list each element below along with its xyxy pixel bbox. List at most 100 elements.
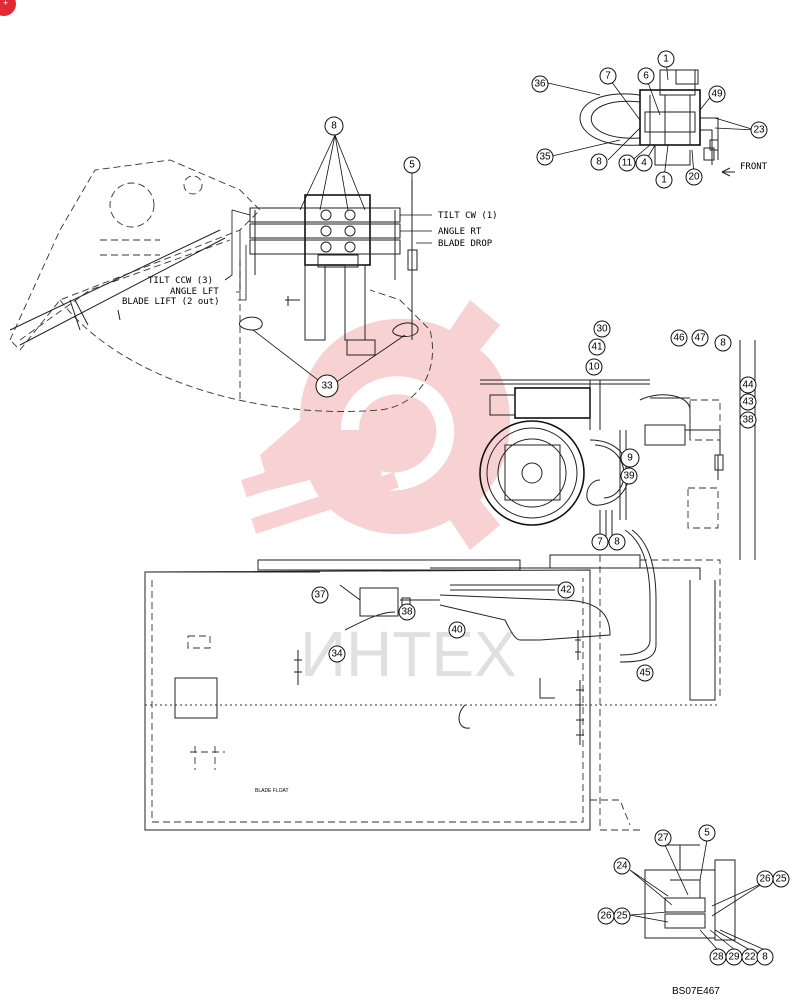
svg-text:35: 35 — [539, 152, 551, 163]
callout-44: 44 — [739, 376, 757, 394]
svg-text:28: 28 — [712, 952, 724, 963]
callout-36: 36 — [531, 75, 549, 93]
svg-text:8: 8 — [614, 537, 620, 548]
svg-text:4: 4 — [641, 158, 647, 169]
svg-text:1: 1 — [661, 175, 667, 186]
callout-40: 40 — [448, 621, 466, 639]
callout-6: 6 — [637, 67, 655, 85]
svg-text:26: 26 — [759, 874, 771, 885]
top-right-valve-detail — [579, 69, 735, 177]
callout-49: 49 — [708, 85, 726, 103]
callout-26a: 26 — [756, 870, 774, 888]
svg-text:29: 29 — [728, 952, 740, 963]
valve-leaders — [224, 134, 432, 384]
callout-42: 42 — [557, 581, 575, 599]
callout-20: 20 — [685, 168, 703, 186]
svg-text:23: 23 — [753, 125, 765, 136]
svg-text:46: 46 — [673, 333, 685, 344]
callout-23: 23 — [750, 121, 768, 139]
svg-text:8: 8 — [762, 952, 768, 963]
svg-text:1: 1 — [663, 54, 669, 65]
svg-text:6: 6 — [643, 71, 649, 82]
svg-text:43: 43 — [742, 397, 754, 408]
watermark-logo — [241, 300, 510, 550]
svg-text:26: 26 — [600, 911, 612, 922]
drawing-code: BS07E467 — [672, 986, 720, 997]
svg-text:34: 34 — [331, 649, 343, 660]
svg-text:30: 30 — [596, 324, 608, 335]
svg-text:38: 38 — [401, 607, 413, 618]
callout-8c: 8 — [714, 334, 732, 352]
callout-47: 47 — [691, 329, 709, 347]
svg-text:11: 11 — [622, 158, 633, 169]
callout-22: 22 — [741, 948, 759, 966]
label-tilt-ccw: TILT CCW (3) — [148, 276, 213, 286]
top-right-leaders — [547, 59, 756, 179]
svg-text:33: 33 — [321, 381, 333, 392]
svg-text:49: 49 — [711, 89, 723, 100]
callout-45: 45 — [636, 664, 654, 682]
svg-text:7: 7 — [597, 537, 603, 548]
label-front: FRONT — [740, 162, 768, 172]
svg-text:9: 9 — [627, 453, 633, 464]
callout-35: 35 — [536, 148, 554, 166]
callout-8d: 8 — [608, 533, 626, 551]
callout-39: 39 — [620, 467, 638, 485]
svg-text:44: 44 — [742, 380, 754, 391]
svg-text:45: 45 — [639, 668, 651, 679]
svg-text:24: 24 — [616, 861, 628, 872]
callout-25a: 25 — [772, 870, 790, 888]
svg-text:27: 27 — [657, 833, 669, 844]
swing-motor — [479, 379, 650, 526]
callout-1a: 1 — [657, 50, 675, 68]
callout-27: 27 — [654, 829, 672, 847]
callout-8e: 8 — [756, 948, 774, 966]
label-tilt-cw: TILT CW (1) — [438, 211, 498, 221]
callout-25b: 25 — [613, 907, 631, 925]
blade-frame — [9, 159, 433, 412]
callout-5a: 5 — [403, 156, 421, 174]
svg-text:36: 36 — [534, 79, 546, 90]
svg-text:38: 38 — [742, 415, 754, 426]
svg-text:5: 5 — [704, 828, 710, 839]
callout-5b: 5 — [698, 824, 716, 842]
svg-text:5: 5 — [409, 160, 415, 171]
svg-text:10: 10 — [588, 362, 600, 373]
callout-38a: 38 — [739, 411, 757, 429]
callout-46: 46 — [670, 329, 688, 347]
svg-text:7: 7 — [605, 71, 611, 82]
main-frame — [144, 554, 721, 831]
label-angle-rt: ANGLE RT — [438, 227, 482, 237]
label-blade-float: BLADE FLOAT — [255, 788, 289, 794]
callout-37: 37 — [311, 586, 329, 604]
callout-41: 41 — [588, 338, 606, 356]
bottom-right-detail — [629, 839, 766, 951]
svg-text:41: 41 — [591, 342, 603, 353]
svg-text:39: 39 — [623, 471, 635, 482]
corner-badge: + — [0, 0, 16, 16]
callout-28: 28 — [709, 948, 727, 966]
callout-9: 9 — [620, 448, 640, 468]
svg-text:37: 37 — [314, 590, 326, 601]
svg-text:25: 25 — [775, 874, 787, 885]
label-blade-lift: BLADE LIFT (2 out) — [122, 297, 220, 307]
svg-text:+: + — [3, 0, 8, 8]
label-blade-drop: BLADE DROP — [438, 239, 493, 249]
callout-10: 10 — [585, 358, 603, 376]
callout-29: 29 — [725, 948, 743, 966]
callout-38b: 38 — [398, 603, 416, 621]
hose-routing — [294, 340, 756, 745]
label-angle-lft: ANGLE LFT — [170, 287, 219, 297]
callout-24: 24 — [613, 857, 631, 875]
callout-33: 33 — [315, 374, 339, 398]
callout-11: 11 — [618, 154, 636, 172]
callout-7a: 7 — [599, 67, 617, 85]
svg-text:40: 40 — [451, 625, 463, 636]
callout-8b: 8 — [324, 116, 344, 136]
swivel-manifold — [339, 584, 440, 631]
svg-text:42: 42 — [560, 585, 572, 596]
svg-text:8: 8 — [720, 338, 726, 349]
svg-text:20: 20 — [688, 172, 700, 183]
svg-text:47: 47 — [694, 333, 706, 344]
